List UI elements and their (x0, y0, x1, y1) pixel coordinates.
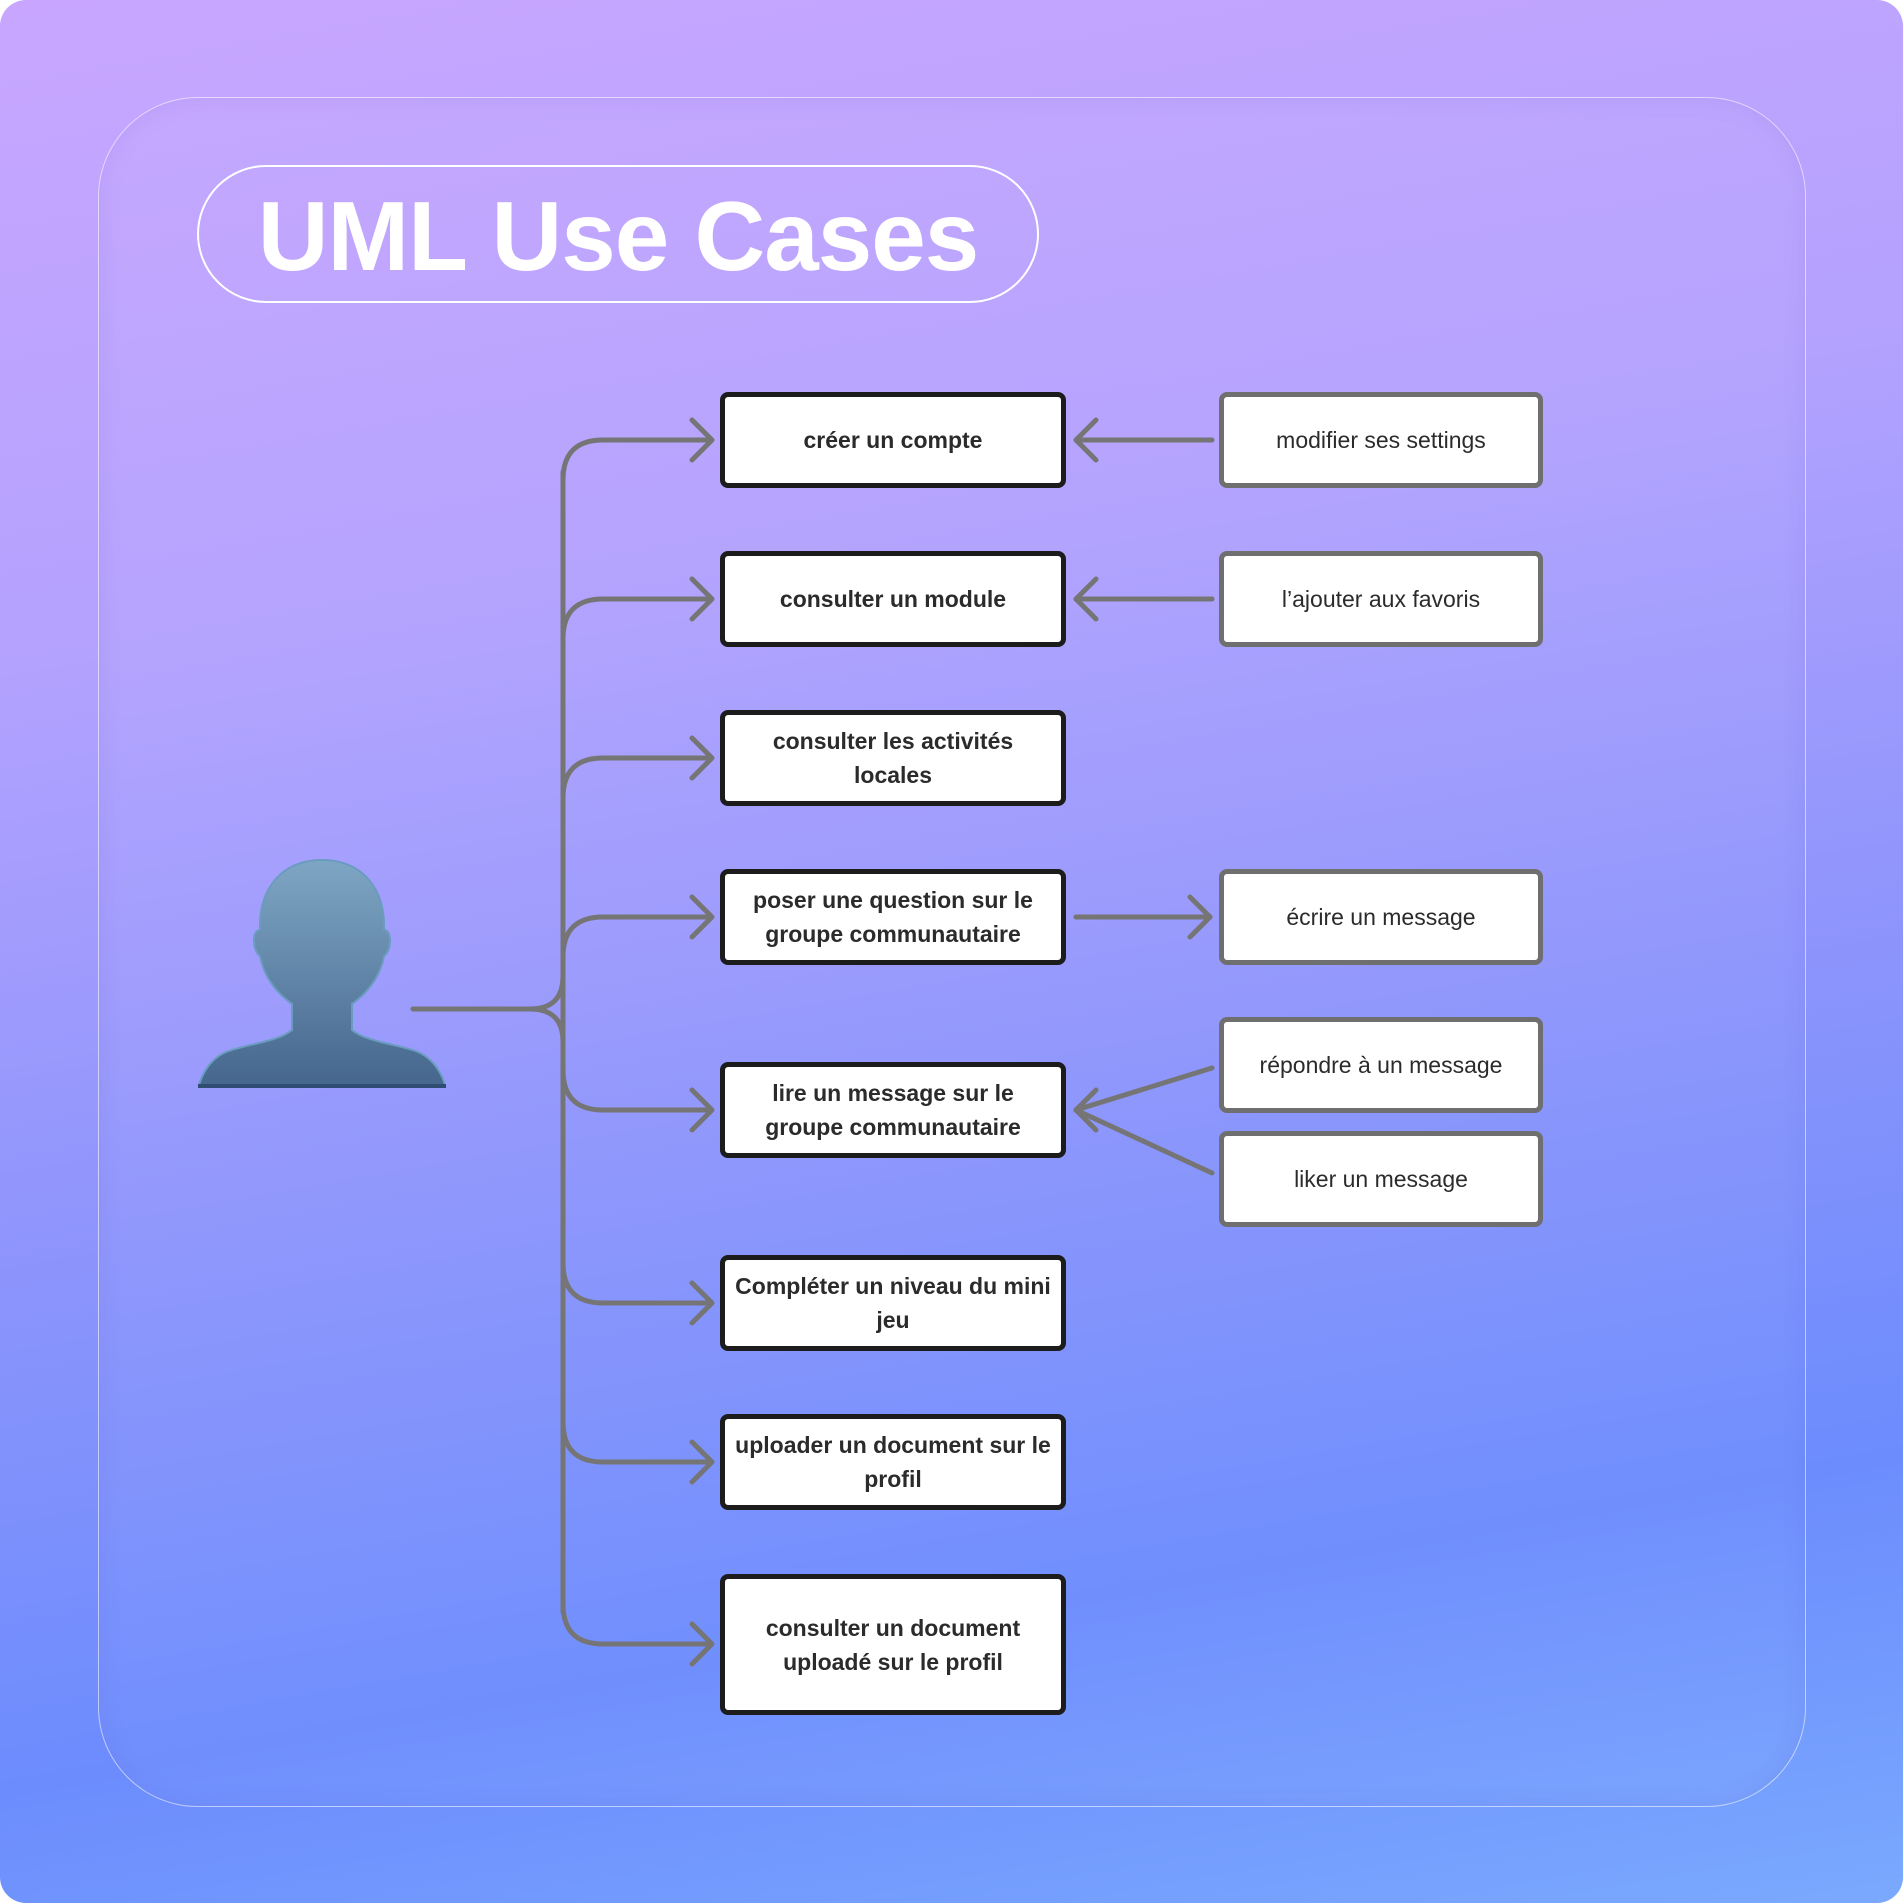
branch-uc4 (560, 914, 713, 960)
use-case-label: poser une question sur le groupe communa… (753, 887, 1033, 947)
arrowhead-uc5 (689, 1087, 715, 1133)
use-case-upload-document[interactable]: uploader un document sur le profil (720, 1414, 1066, 1510)
arrowhead-uc3 (689, 735, 715, 781)
branch-uc1 (560, 437, 713, 483)
actor-link-down (527, 1006, 566, 1045)
use-case-label: créer un compte (803, 427, 983, 453)
use-case-ask-question[interactable]: poser une question sur le groupe communa… (720, 869, 1066, 965)
extension-label: écrire un message (1286, 904, 1476, 930)
arrowhead-ex2 (1073, 576, 1099, 622)
arrowhead-uc5-ext (1073, 1087, 1099, 1133)
use-case-create-account[interactable]: créer un compte (720, 392, 1066, 488)
user-silhouette-icon (198, 858, 446, 1088)
use-case-view-module[interactable]: consulter un module (720, 551, 1066, 647)
extension-label: répondre à un message (1259, 1052, 1503, 1078)
branch-uc8 (560, 1601, 713, 1647)
extension-modify-settings[interactable]: modifier ses settings (1219, 392, 1543, 488)
branch-uc7 (560, 1419, 713, 1465)
diagram-title: UML Use Cases (257, 181, 980, 291)
extension-label: modifier ses settings (1276, 427, 1486, 453)
use-case-label: uploader un document sur le profil (735, 1432, 1051, 1492)
extension-label: l’ajouter aux favoris (1281, 586, 1481, 612)
extension-add-favorites[interactable]: l’ajouter aux favoris (1219, 551, 1543, 647)
use-case-view-uploaded-document[interactable]: consulter un document uploadé sur le pro… (720, 1574, 1066, 1715)
use-case-view-local-activities[interactable]: consulter les activités locales (720, 710, 1066, 806)
use-case-label: Compléter un niveau du mini jeu (735, 1273, 1051, 1333)
branch-uc3 (560, 755, 713, 801)
use-case-complete-level[interactable]: Compléter un niveau du mini jeu (720, 1255, 1066, 1351)
arrowhead-uc6 (689, 1280, 715, 1326)
arrowhead-ex3 (1187, 894, 1213, 940)
use-case-read-message[interactable]: lire un message sur le groupe communauta… (720, 1062, 1066, 1158)
use-case-label: consulter les activités locales (772, 728, 1014, 788)
use-case-label: lire un message sur le groupe communauta… (765, 1080, 1021, 1140)
extension-write-message[interactable]: écrire un message (1219, 869, 1543, 965)
title-pill: UML Use Cases (197, 165, 1039, 303)
arrowhead-uc7 (689, 1439, 715, 1485)
arrowhead-ex1 (1073, 417, 1099, 463)
link-ex5 (1073, 1107, 1215, 1176)
arrowhead-uc2 (689, 576, 715, 622)
branch-uc2 (560, 596, 713, 642)
diagram-card (98, 97, 1806, 1807)
arrowhead-uc1 (689, 417, 715, 463)
use-case-label: consulter un module (779, 586, 1007, 612)
branch-uc6 (560, 1260, 713, 1306)
extension-reply-message[interactable]: répondre à un message (1219, 1017, 1543, 1113)
arrowhead-uc4 (689, 894, 715, 940)
link-ex4 (1073, 1065, 1215, 1113)
arrowhead-uc8 (689, 1621, 715, 1667)
extension-label: liker un message (1294, 1166, 1468, 1192)
use-case-label: consulter un document uploadé sur le pro… (765, 1614, 1021, 1675)
extension-like-message[interactable]: liker un message (1219, 1131, 1543, 1227)
branch-uc5 (560, 1067, 713, 1113)
